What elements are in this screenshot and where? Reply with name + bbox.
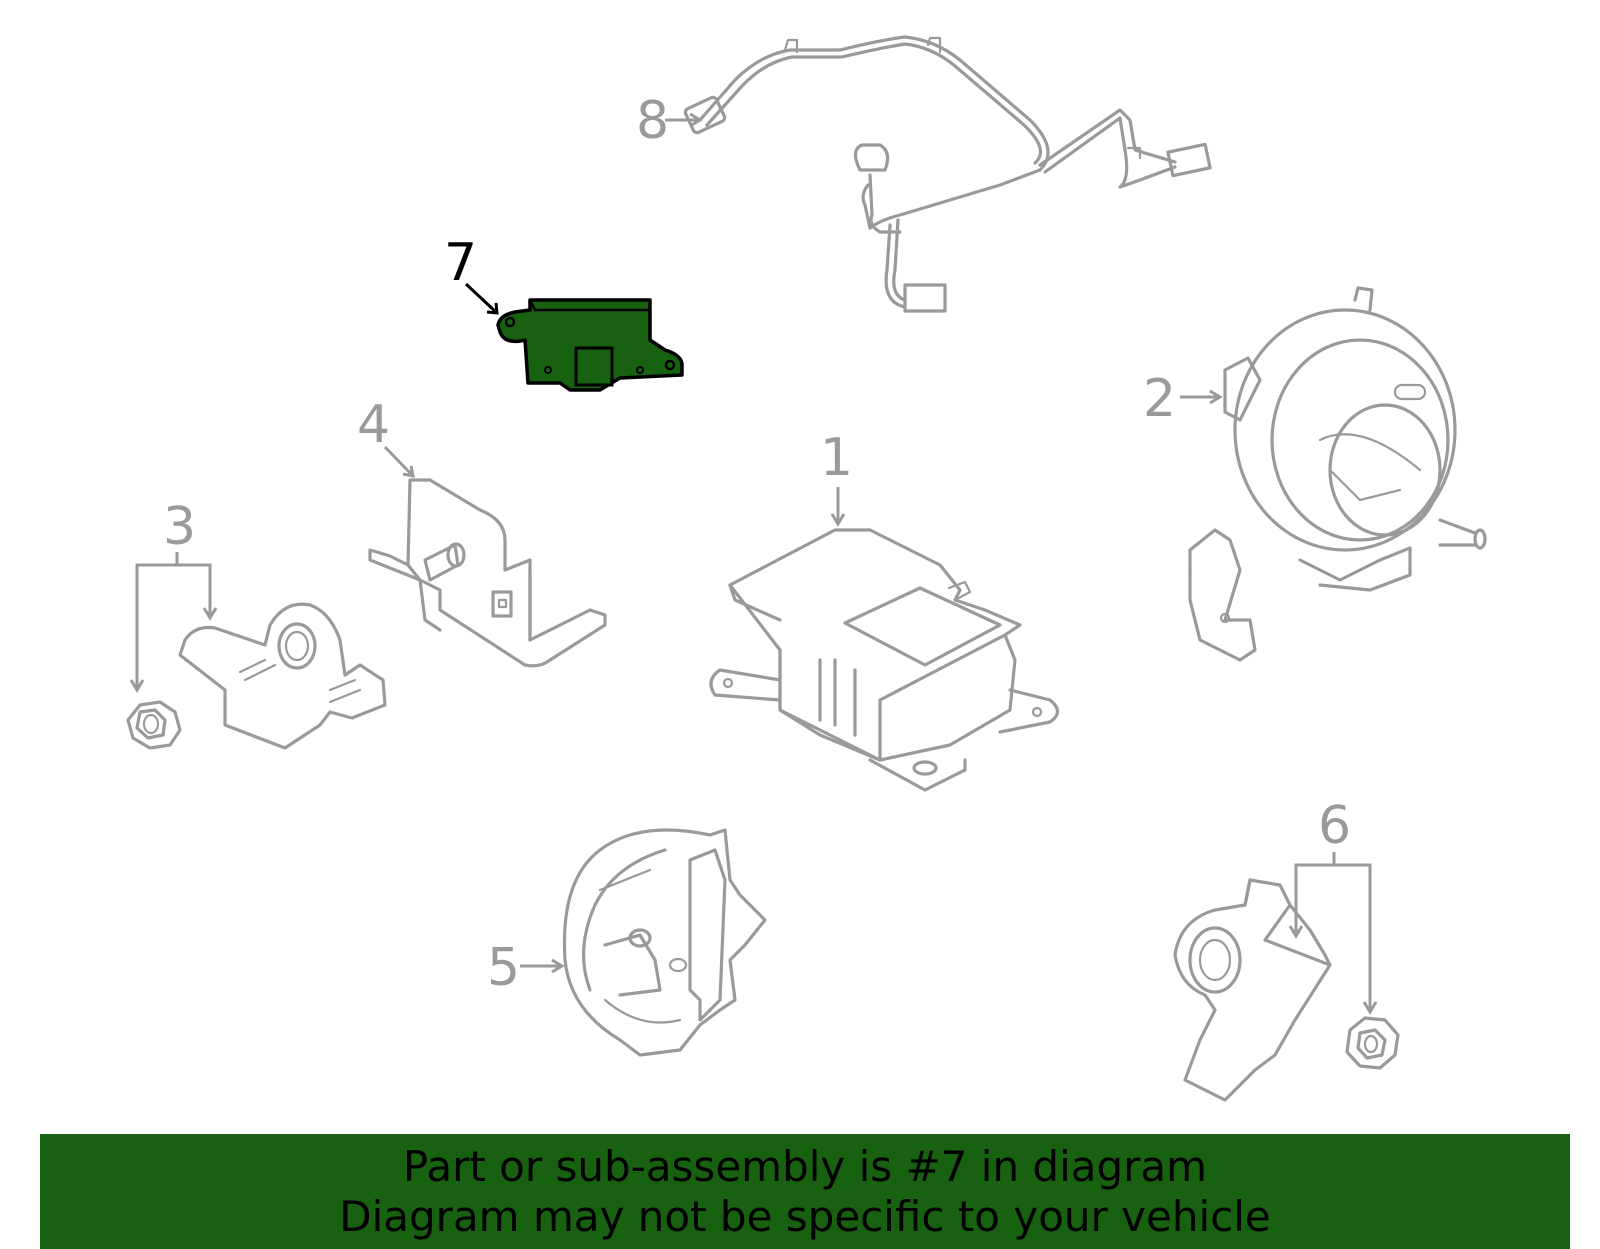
callout-5-arrow: [520, 958, 565, 974]
part-4-bracket: [368, 478, 607, 668]
callout-8-arrow: [665, 112, 703, 128]
callout-5: 5: [487, 938, 520, 998]
info-banner: Part or sub-assembly is #7 in diagram Di…: [40, 1134, 1570, 1249]
part-1-airbag-module: [709, 528, 1060, 792]
callout-1-arrow: [830, 487, 846, 527]
part-3-sensor-with-nut: [126, 602, 387, 750]
callout-3-bracket: [129, 552, 218, 693]
callout-8: 8: [636, 91, 669, 151]
part-7-module-highlighted: [496, 298, 684, 392]
part-8-wiring-harness: [683, 35, 1212, 313]
callout-6: 6: [1318, 796, 1351, 856]
callout-2-arrow: [1180, 389, 1223, 405]
banner-line-1: Part or sub-assembly is #7 in diagram: [402, 1142, 1208, 1191]
part-5-spiral-cable: [562, 828, 767, 1057]
callout-7: 7: [444, 233, 477, 293]
banner-line-2: Diagram may not be specific to your vehi…: [339, 1192, 1271, 1241]
callout-7-arrow: [464, 282, 499, 315]
callout-3: 3: [163, 497, 196, 557]
callout-6-bracket: [1288, 852, 1378, 1015]
callout-4: 4: [357, 395, 390, 455]
callout-2: 2: [1143, 369, 1176, 429]
callout-4-arrow: [383, 445, 415, 478]
part-6-impact-sensor-with-nut: [1173, 878, 1400, 1102]
callout-1: 1: [820, 428, 853, 488]
parts-diagram: 8 7 2 4: [126, 35, 1487, 1102]
part-2-clock-spring: [1188, 286, 1487, 662]
